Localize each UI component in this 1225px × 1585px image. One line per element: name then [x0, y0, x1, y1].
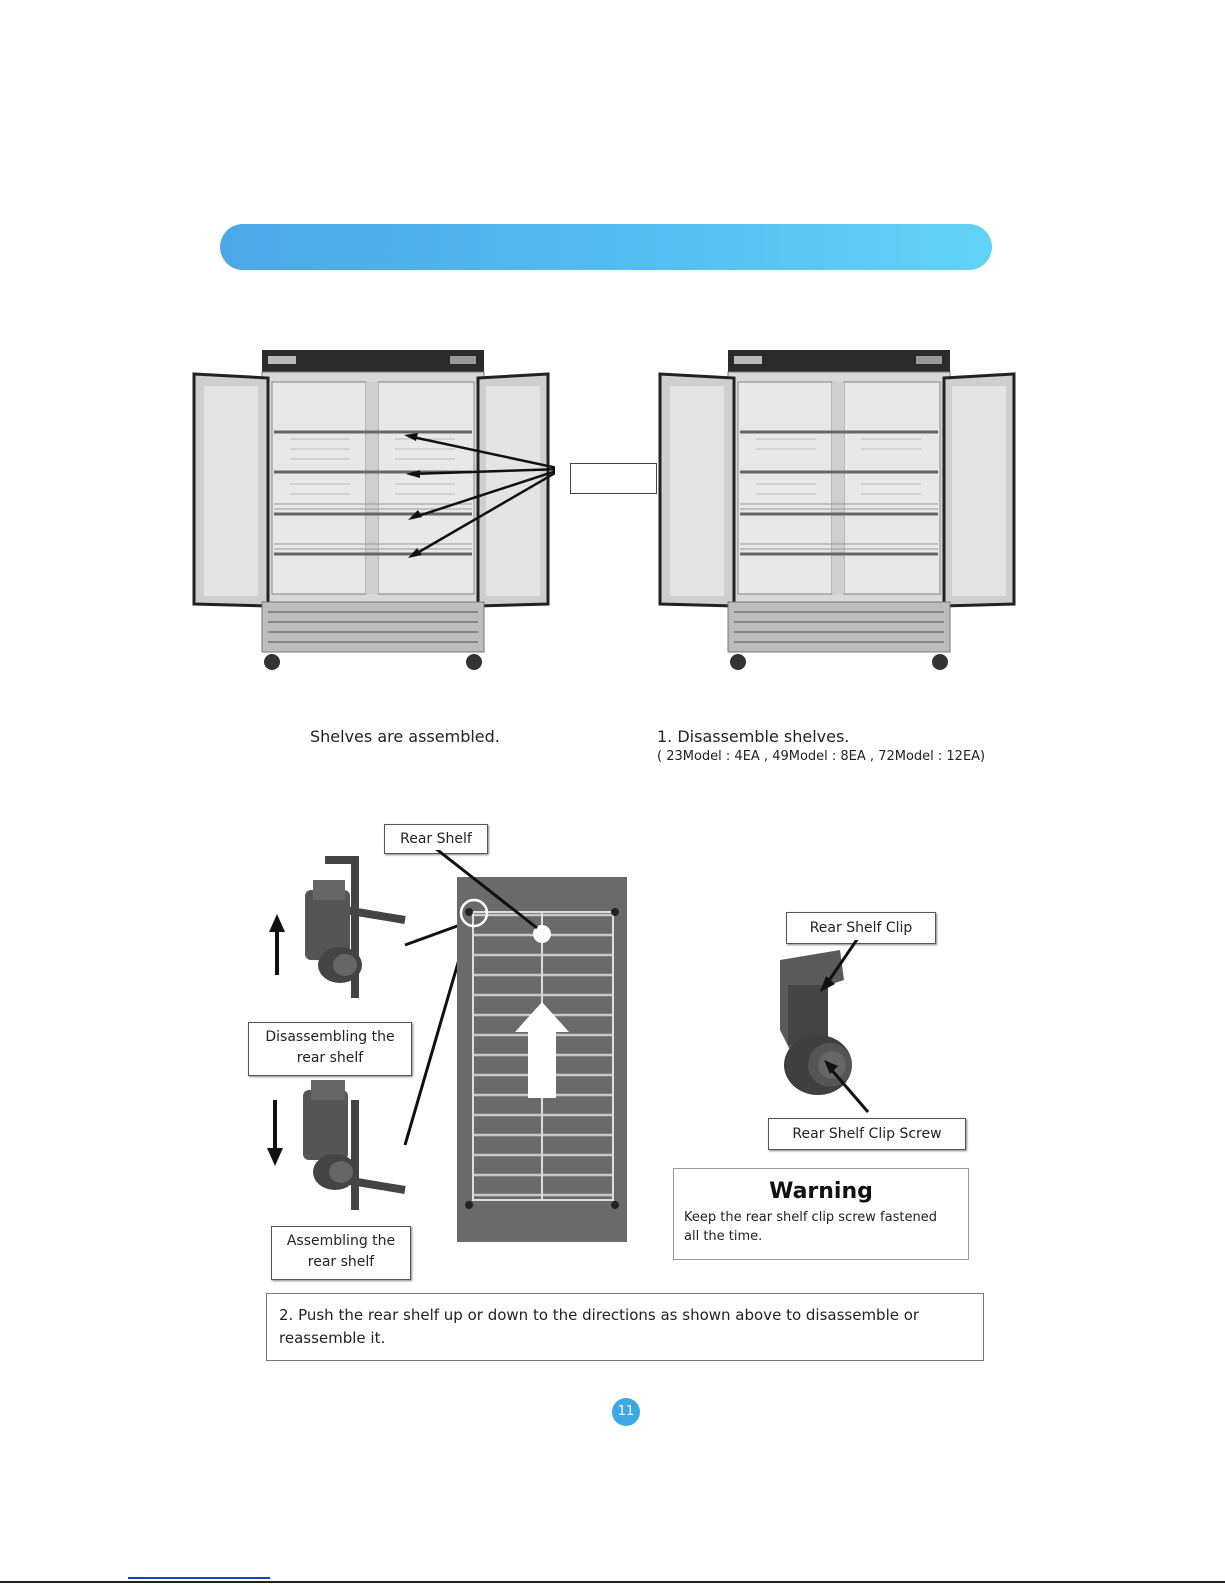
rear-shelf-clip-illustration [780, 940, 870, 1113]
rear-shelf-diagram [267, 850, 627, 1242]
caption-disassemble: 1. Disassemble shelves. [657, 727, 850, 746]
section-banner [220, 224, 992, 270]
caption-model-counts: ( 23Model : 4EA , 49Model : 8EA , 72Mode… [657, 749, 986, 764]
page-number-badge: 11 [612, 1398, 640, 1426]
warning-box: Warning Keep the rear shelf clip screw f… [673, 1168, 969, 1260]
assembling-label: Assembling the rear shelf [271, 1226, 411, 1280]
warning-title: Warning [769, 1179, 873, 1204]
fridge-disassemble-illustration [658, 350, 1016, 670]
fridge-assembled-illustration [192, 350, 555, 670]
footer-rule [0, 1581, 1225, 1583]
rear-shelf-clip-label: Rear Shelf Clip [786, 912, 936, 944]
disassembling-label: Disassembling the rear shelf [248, 1022, 412, 1076]
step2-instruction: 2. Push the rear shelf up or down to the… [266, 1293, 984, 1361]
caption-assembled: Shelves are assembled. [310, 727, 500, 746]
footer-link-underline [128, 1577, 270, 1579]
rear-shelf-label: Rear Shelf [384, 824, 488, 854]
warning-text: Keep the rear shelf clip screw fastened … [684, 1210, 937, 1244]
rear-shelf-clip-screw-label: Rear Shelf Clip Screw [768, 1118, 966, 1150]
shelf-label-box [570, 463, 657, 494]
